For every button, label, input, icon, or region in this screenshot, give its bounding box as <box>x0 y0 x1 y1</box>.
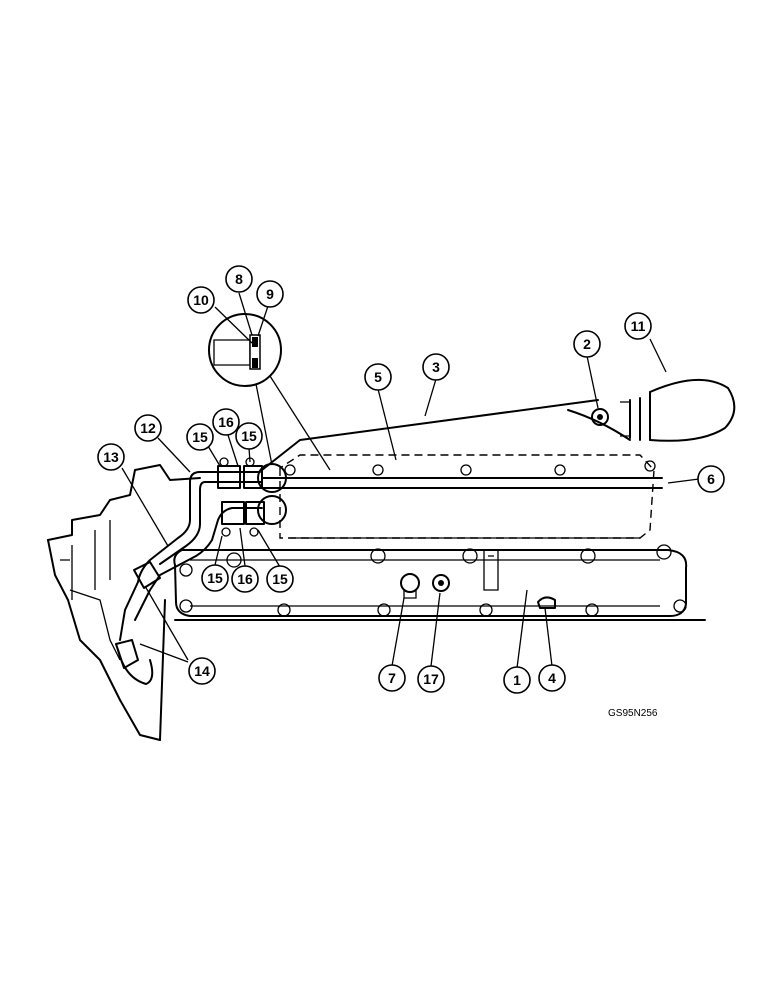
callout-13: 13 <box>97 443 125 471</box>
callout-5: 5 <box>364 363 392 391</box>
callout-15-bottom-left: 15 <box>201 564 229 592</box>
callout-7: 7 <box>378 664 406 692</box>
svg-text:15: 15 <box>192 429 208 445</box>
upper-cover <box>261 399 663 539</box>
bolt <box>591 408 609 426</box>
svg-text:6: 6 <box>707 471 715 487</box>
callout-15-top-left: 15 <box>186 423 214 451</box>
callout-9: 9 <box>256 280 284 308</box>
svg-text:13: 13 <box>103 449 119 465</box>
callout-17: 17 <box>417 665 445 693</box>
svg-text:9: 9 <box>266 286 274 302</box>
svg-text:8: 8 <box>235 271 243 287</box>
svg-text:12: 12 <box>140 420 156 436</box>
svg-text:3: 3 <box>432 359 440 375</box>
coolant-pipes <box>115 457 265 685</box>
callout-16-top: 16 <box>212 408 240 436</box>
elbow-hose <box>620 379 736 442</box>
svg-text:11: 11 <box>631 318 646 334</box>
svg-text:2: 2 <box>583 336 591 352</box>
callout-15-top-right: 15 <box>235 422 263 450</box>
manifold-plate <box>173 544 688 617</box>
fitting-plug <box>432 574 450 592</box>
callout-12: 12 <box>134 414 162 442</box>
callout-6: 6 <box>697 465 725 493</box>
svg-text:10: 10 <box>193 292 209 308</box>
svg-text:17: 17 <box>423 671 439 687</box>
engine-block <box>47 464 706 741</box>
svg-text:15: 15 <box>207 570 223 586</box>
callout-16-bottom: 16 <box>231 565 259 593</box>
svg-text:4: 4 <box>548 670 556 686</box>
callout-14: 14 <box>188 657 216 685</box>
svg-text:16: 16 <box>237 571 253 587</box>
callout-15-bottom-right: 15 <box>266 565 294 593</box>
callout-1: 1 <box>503 666 531 694</box>
svg-text:14: 14 <box>194 663 210 679</box>
reference-code: GS95N256 <box>608 708 658 719</box>
svg-text:15: 15 <box>241 428 257 444</box>
callout-2: 2 <box>573 330 601 358</box>
callout-3: 3 <box>422 353 450 381</box>
svg-text:1: 1 <box>513 672 521 688</box>
svg-text:16: 16 <box>218 414 234 430</box>
svg-text:7: 7 <box>388 670 396 686</box>
callout-8: 8 <box>225 265 253 293</box>
leader-lines <box>121 292 700 669</box>
callout-11: 11 <box>624 312 652 340</box>
callout-4: 4 <box>538 664 566 692</box>
callout-10: 10 <box>187 286 215 314</box>
svg-text:15: 15 <box>272 571 288 587</box>
drain-plug <box>400 573 420 599</box>
svg-text:5: 5 <box>374 369 382 385</box>
